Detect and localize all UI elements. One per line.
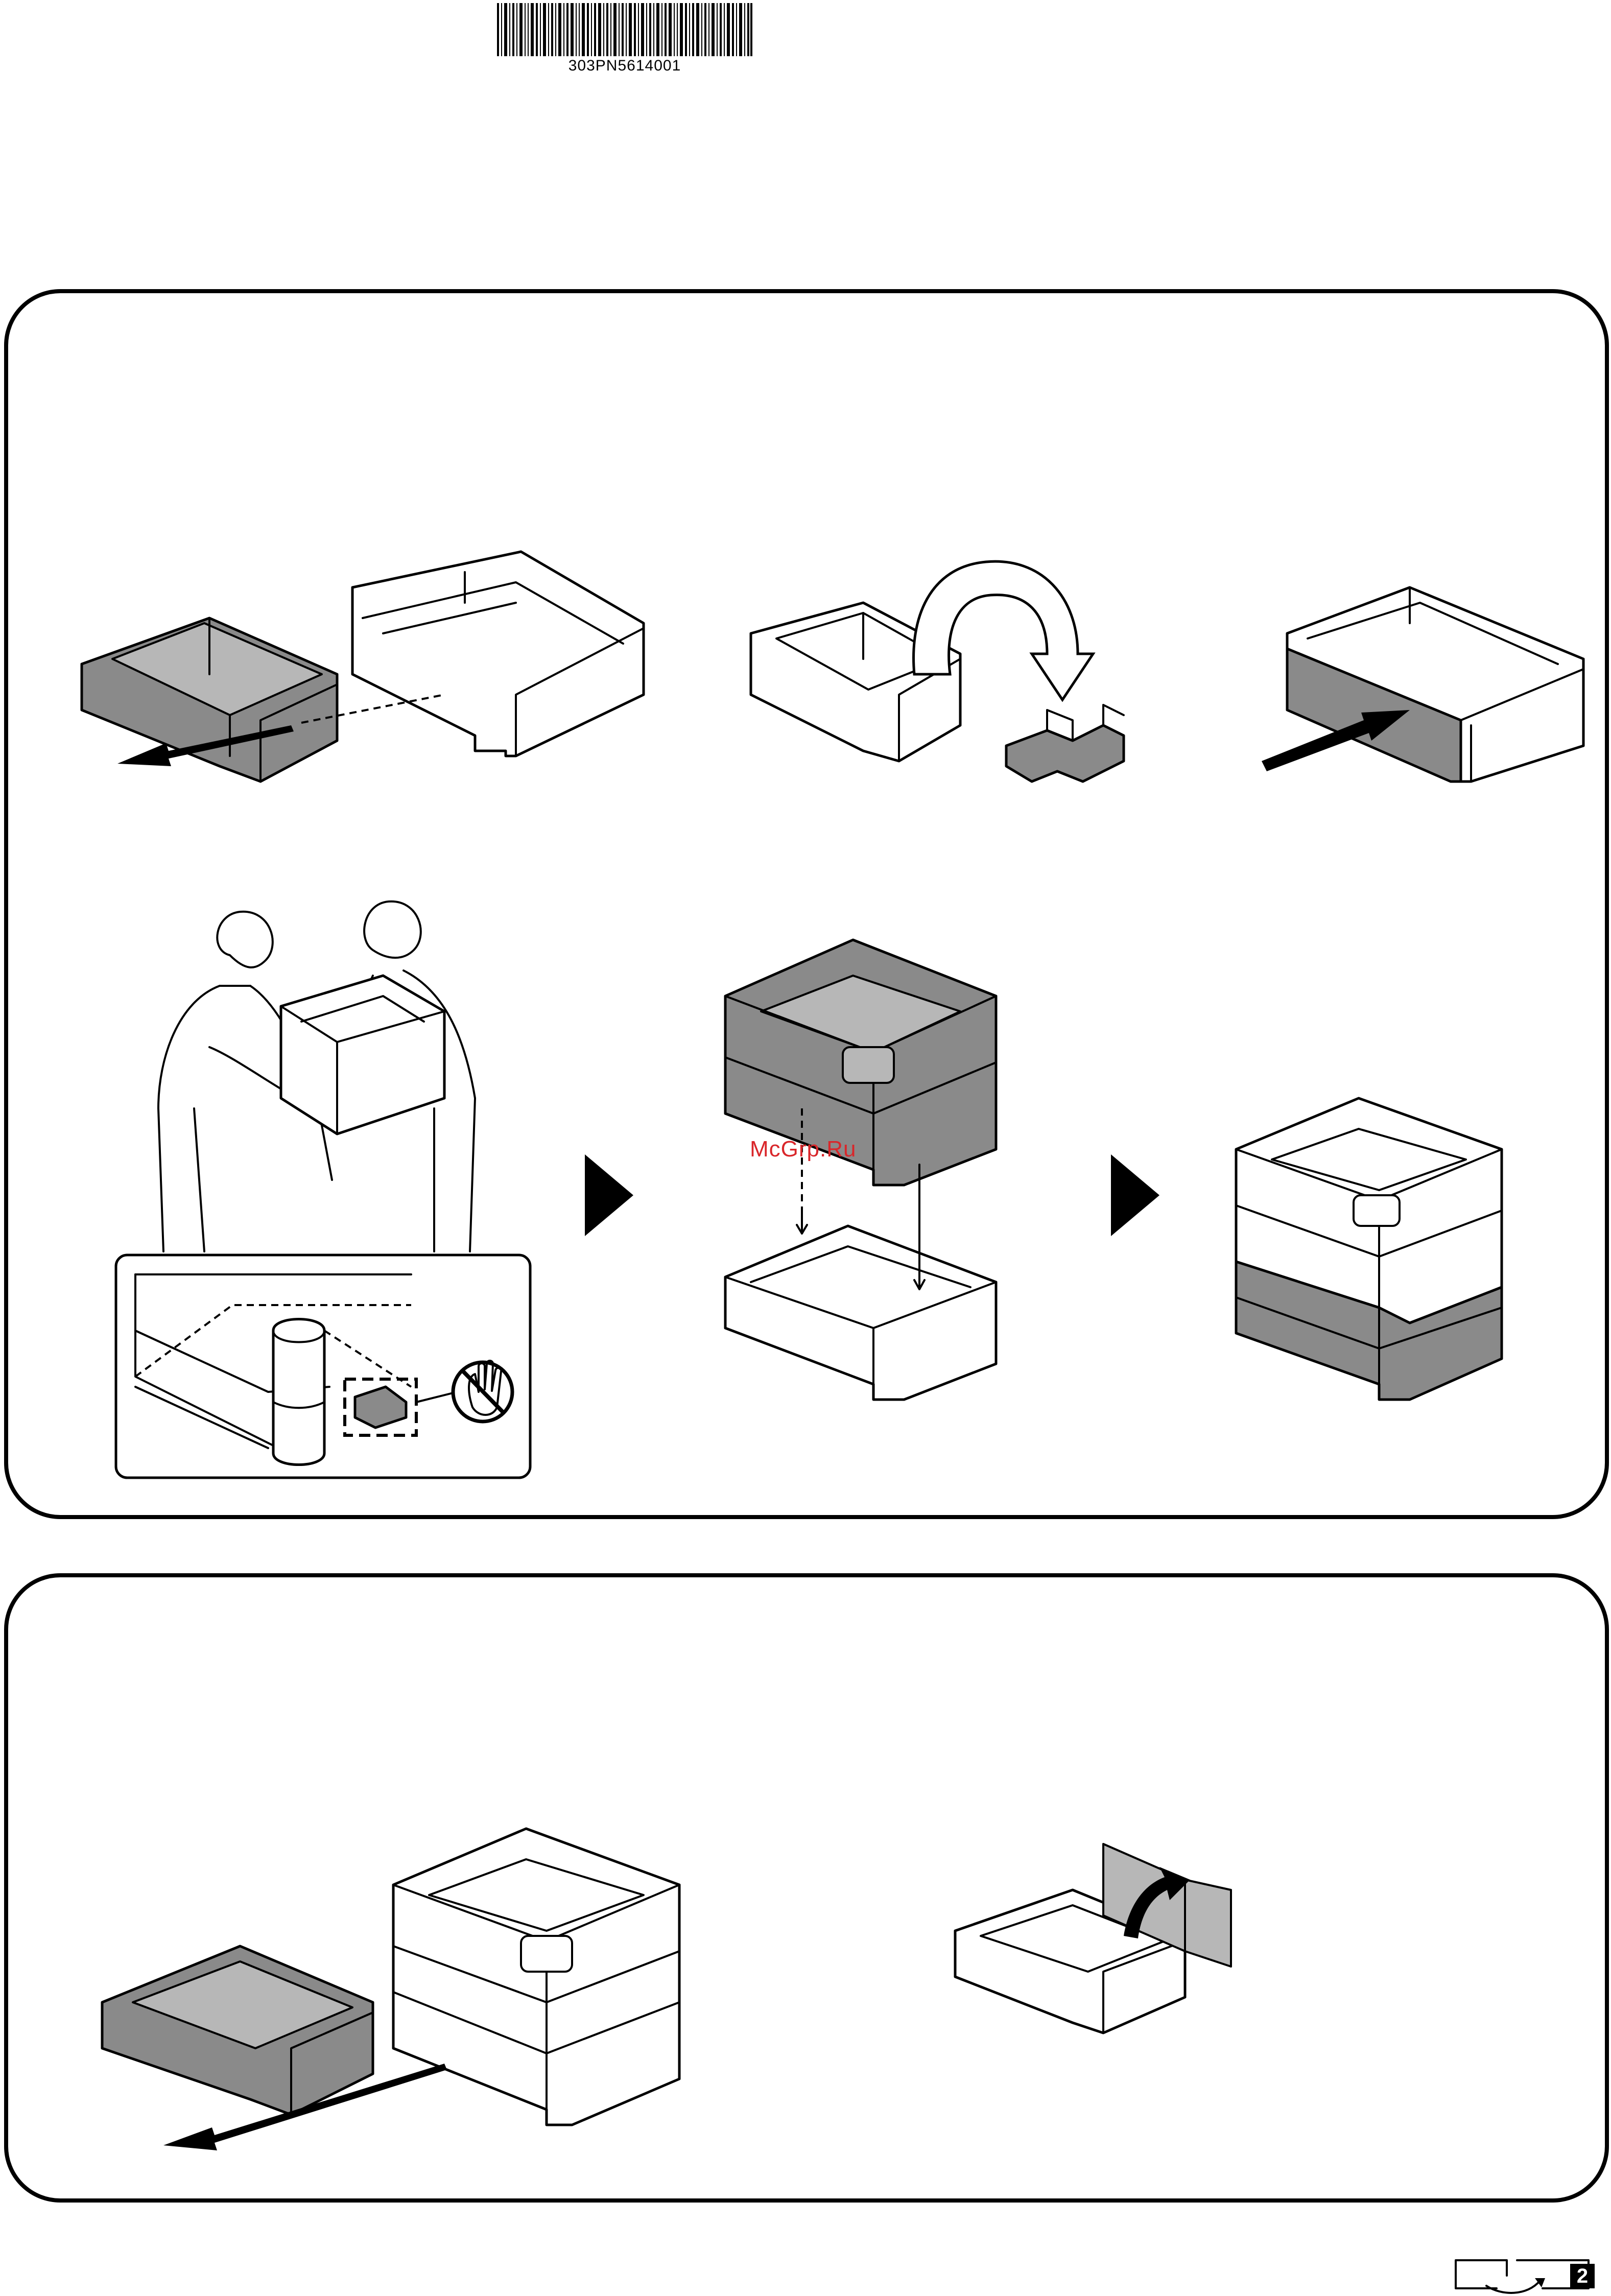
paper-feeder-with-cassette — [1287, 587, 1583, 782]
assembled-printer-illustration — [1231, 1093, 1507, 1410]
page-number: 2 — [1570, 2264, 1595, 2288]
printer-with-feeder — [393, 1829, 679, 2125]
triangle-arrow-right-icon — [1111, 1154, 1159, 1236]
paper-feeder-unit — [352, 552, 644, 756]
printer-being-lifted — [281, 976, 444, 1134]
barcode — [497, 3, 752, 56]
cassette-gray — [82, 618, 337, 782]
watermark-text: McGrp.Ru — [750, 1137, 856, 1162]
triangle-arrow-right-icon — [585, 1154, 633, 1236]
cassette-gray — [102, 1946, 373, 2115]
pull-out-cassette-illustration — [97, 1808, 690, 2166]
lift-printer-illustration — [148, 894, 536, 1251]
remove-packing-illustration — [746, 557, 1165, 822]
handling-warning-inset — [115, 1254, 531, 1479]
place-printer-on-feeder-illustration — [720, 935, 1006, 1410]
barcode-number: 303PN5614001 — [497, 57, 752, 75]
insert-cassette-illustration — [1257, 557, 1594, 792]
raise-rear-guide-illustration — [950, 1829, 1236, 2043]
prohibited-hand-icon — [453, 1361, 512, 1422]
paper-feeder-unit — [725, 1226, 996, 1400]
remove-cassette-illustration — [77, 541, 654, 827]
packing-material — [1006, 705, 1124, 782]
